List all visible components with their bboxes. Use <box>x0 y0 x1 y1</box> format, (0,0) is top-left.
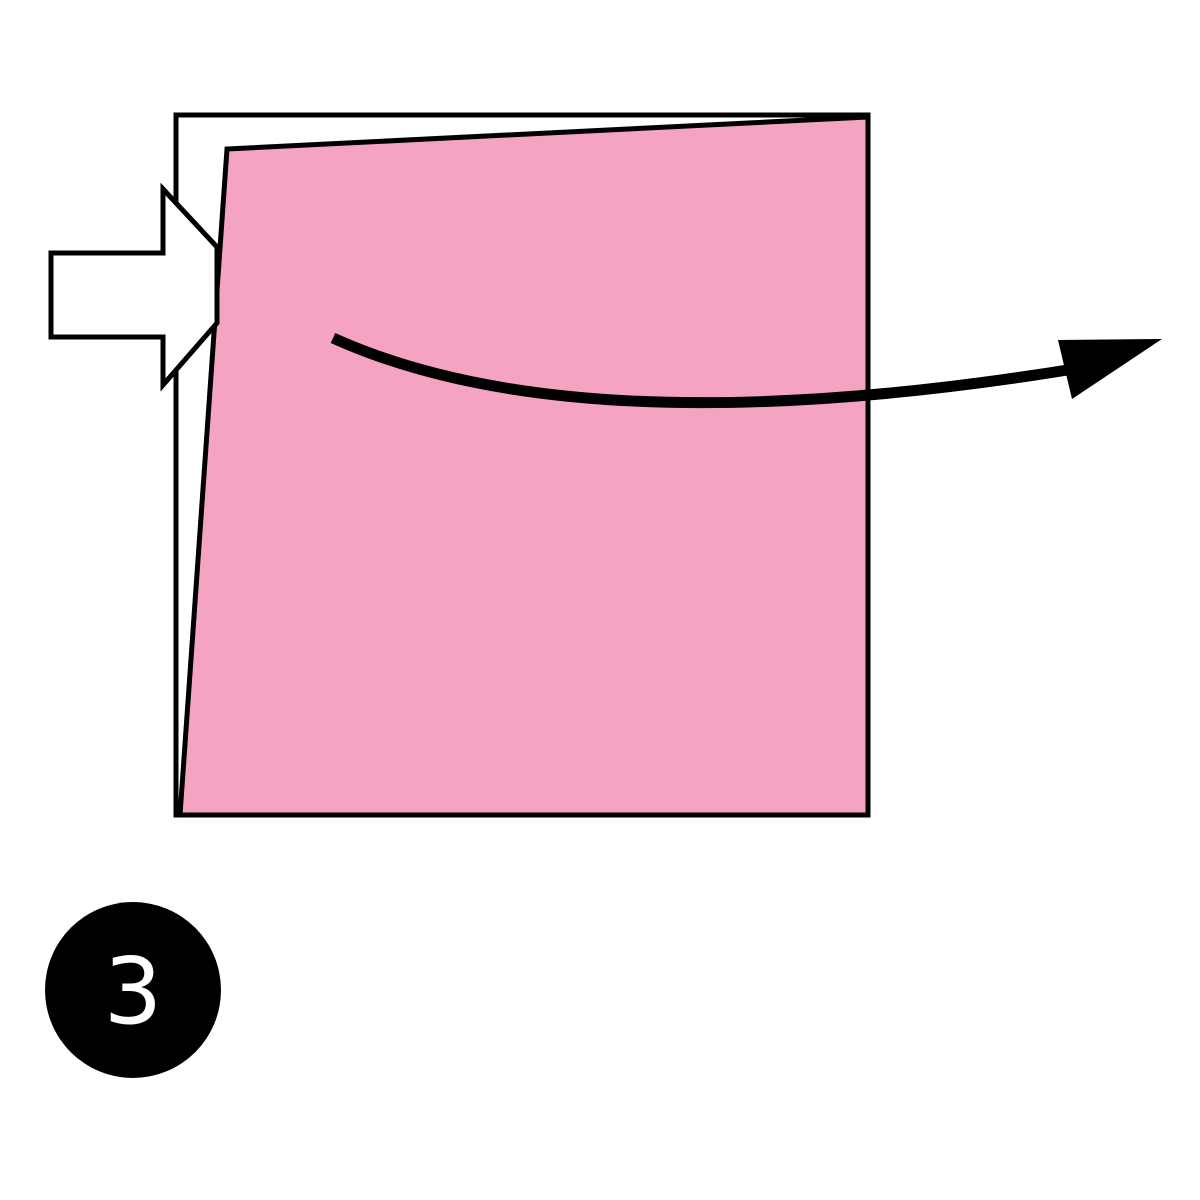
paper-front-flap <box>177 114 871 818</box>
step-number: 3 <box>104 938 163 1045</box>
push-arrow-icon <box>48 182 220 392</box>
step-badge: 3 <box>45 902 221 1078</box>
curved-fold-arrow-icon <box>330 332 1162 409</box>
